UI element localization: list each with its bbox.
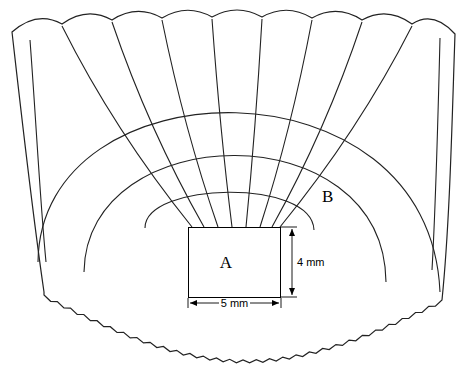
growth-line: [145, 192, 314, 230]
region-letter: A: [220, 254, 232, 271]
shell-rib: [212, 19, 232, 227]
dimension-line: [292, 229, 293, 295]
extension-line: [281, 227, 297, 228]
shell-rib: [30, 40, 46, 262]
dimension-label: 4 mm: [295, 257, 327, 268]
extension-line: [188, 298, 189, 308]
region-letter: B: [322, 188, 333, 205]
shell-rib: [112, 22, 204, 227]
shell-rib: [432, 38, 440, 270]
shell-rib: [272, 22, 362, 227]
shell-rib: [62, 26, 192, 227]
extension-line: [281, 297, 297, 298]
shell-outline: [12, 10, 455, 363]
shell-rib: [280, 26, 412, 227]
shell-rib: [162, 20, 218, 227]
sample-box: A: [188, 227, 281, 298]
extension-line: [281, 298, 282, 308]
shell-rib: [246, 19, 262, 227]
dimension-label: 5 mm: [219, 298, 251, 309]
